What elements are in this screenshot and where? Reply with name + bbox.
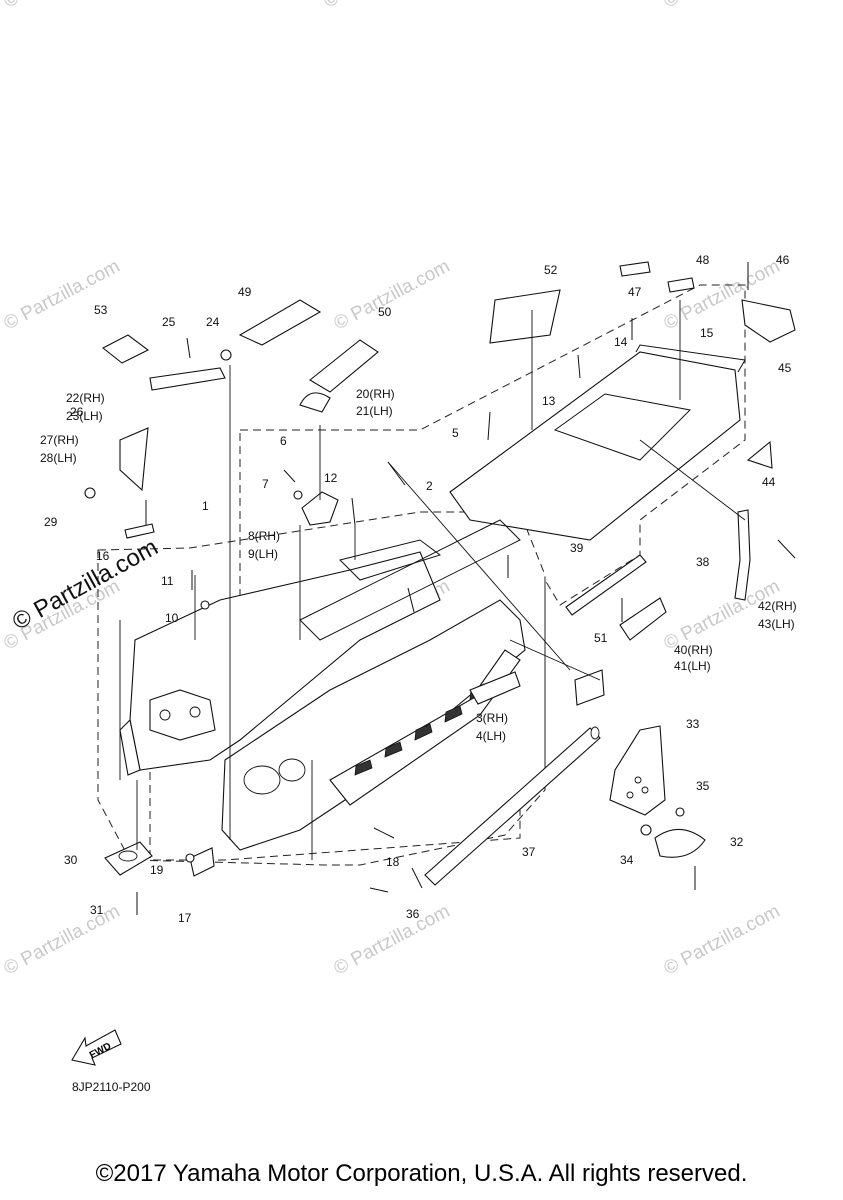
callout-label: 27(RH) — [40, 433, 79, 447]
callout-label: 26 — [70, 405, 84, 419]
watermark-text: © Partzilla.com — [320, 0, 443, 12]
callout-label: 51 — [594, 631, 608, 645]
callout-label: 25 — [162, 315, 176, 329]
callout-label: 3(RH) — [476, 711, 508, 725]
watermark-text: © Partzilla.com — [660, 0, 783, 12]
callout-label: 52 — [544, 263, 558, 277]
forward-arrow: FWD — [71, 1029, 122, 1066]
fasteners — [84, 262, 796, 915]
callout-label: 31 — [90, 903, 104, 917]
callout-label: 50 — [378, 305, 392, 319]
watermark-text: © Partzilla.com — [0, 901, 123, 980]
watermark-text: © Partzilla.com — [0, 256, 123, 335]
tunnel-cover — [449, 344, 746, 541]
callout-label: 46 — [776, 253, 790, 267]
diagram-code: 8JP2110-P200 — [72, 1080, 151, 1094]
callout-label: 45 — [778, 361, 792, 375]
callout-label: 5 — [452, 426, 459, 440]
callout-label: 21(LH) — [356, 404, 393, 418]
callout-label: 30 — [64, 853, 78, 867]
chassis-frame-right — [221, 599, 526, 851]
leader-lines — [119, 300, 746, 860]
callout-label: 34 — [620, 853, 634, 867]
callout-label: 40(RH) — [674, 643, 713, 657]
callout-label: 44 — [762, 475, 776, 489]
callout-label: 35 — [696, 779, 710, 793]
callout-label: 32 — [730, 835, 744, 849]
copyright-notice: ©2017 Yamaha Motor Corporation, U.S.A. A… — [95, 1160, 748, 1187]
callout-label: 12 — [324, 471, 338, 485]
frame-rails — [299, 519, 521, 641]
callout-label: 24 — [206, 315, 220, 329]
callout-label: 4(LH) — [476, 729, 506, 743]
callout-label: 17 — [178, 911, 192, 925]
callout-label: 42(RH) — [758, 599, 797, 613]
small-parts — [101, 261, 796, 877]
callout-label: 14 — [614, 335, 628, 349]
callout-label: 33 — [686, 717, 700, 731]
callout-label: 39 — [570, 541, 584, 555]
callout-label: 49 — [238, 285, 252, 299]
callout-label: 19 — [150, 863, 164, 877]
watermark-text: © Partzilla.com — [0, 0, 123, 12]
callout-label: 9(LH) — [248, 547, 278, 561]
callout-label: 1 — [202, 499, 209, 513]
callout-label: 6 — [280, 434, 287, 448]
callout-label: 22(RH) — [66, 391, 105, 405]
callout-label: 16 — [96, 549, 110, 563]
callout-label: 28(LH) — [40, 451, 77, 465]
callout-label: 10 — [165, 611, 179, 625]
callout-label: 23(LH) — [66, 409, 103, 423]
callout-label: 8(RH) — [248, 529, 280, 543]
callout-label: 11 — [161, 574, 174, 588]
callout-label: 41(LH) — [674, 659, 711, 673]
callout-label: 38 — [696, 555, 710, 569]
callout-label: 13 — [542, 394, 556, 408]
callout-label: 37 — [522, 845, 536, 859]
callout-labels: 123(RH)4(LH)5678(RH)9(LH)101112131415161… — [40, 253, 797, 925]
callout-label: 47 — [628, 285, 642, 299]
callout-label: 53 — [94, 303, 108, 317]
callout-label: 15 — [700, 326, 714, 340]
watermark-text: © Partzilla.com — [330, 256, 453, 335]
cross-bar-37 — [424, 726, 601, 886]
group-outline-1 — [149, 284, 746, 861]
callout-label: 29 — [44, 515, 58, 529]
callout-label: 18 — [386, 855, 400, 869]
callout-label: 2 — [426, 479, 433, 493]
callout-label: 48 — [696, 253, 710, 267]
watermark-text: © Partzilla.com — [330, 901, 453, 980]
watermark-text: © Partzilla.com — [660, 901, 783, 980]
callout-label: 7 — [262, 477, 269, 491]
callout-label: 43(LH) — [758, 617, 795, 631]
callout-label: 36 — [406, 907, 420, 921]
callout-label: 20(RH) — [356, 387, 395, 401]
